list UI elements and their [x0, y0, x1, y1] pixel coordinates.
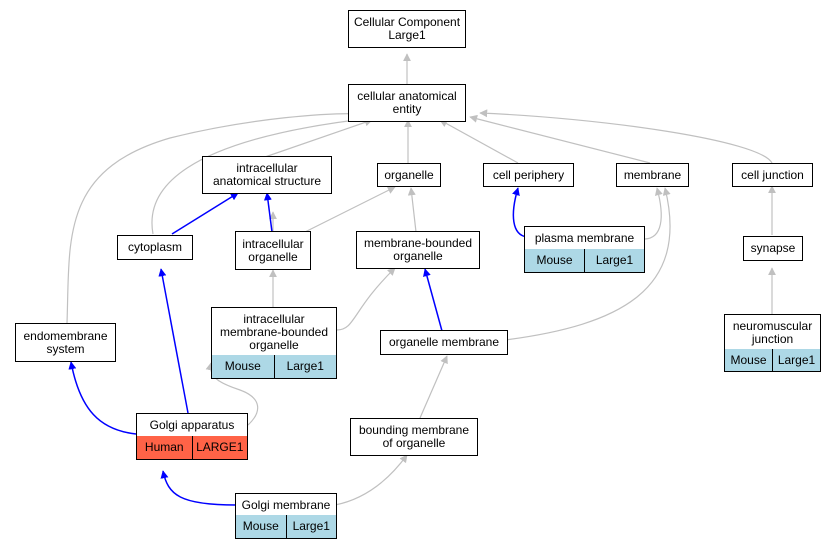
node-label: bounding membrane of organelle	[358, 423, 470, 450]
node-label: cell junction	[741, 167, 804, 182]
edge-membrane-cae	[469, 114, 651, 164]
species-cell: Human	[137, 436, 192, 459]
node-root-title: Cellular Component	[353, 15, 461, 29]
annotation-row: Human LARGE1	[137, 436, 247, 459]
node-golgi-membrane[interactable]: Golgi membrane Mouse Large1	[235, 493, 337, 539]
node-cell-junction[interactable]: cell junction	[732, 163, 813, 187]
edge-golgi-endomembrane	[68, 361, 137, 435]
node-organelle[interactable]: organelle	[377, 163, 441, 187]
node-label: intracellular anatomical structure	[212, 161, 322, 188]
edge-endomembrane-cae	[66, 109, 369, 324]
edge-celljunction-cae	[479, 109, 773, 164]
node-plasma-membrane[interactable]: plasma membrane Mouse Large1	[524, 226, 645, 273]
node-label: endomembrane system	[23, 328, 108, 356]
node-label: intracellular organelle	[242, 236, 304, 264]
species-cell: Mouse	[525, 249, 584, 272]
node-root-subtitle: Large1	[388, 28, 426, 42]
node-label: membrane	[623, 167, 682, 182]
gene-cell: Large1	[584, 249, 644, 272]
edge-bm-orgmem	[419, 355, 448, 419]
node-root[interactable]: Cellular Component Large1	[348, 10, 466, 48]
node-label: cellular anatomical entity	[357, 89, 457, 116]
node-neuromuscular-junction[interactable]: neuromuscular junction Mouse Large1	[724, 314, 821, 372]
node-membrane[interactable]: membrane	[616, 163, 689, 187]
edge-golgi-cytoplasm	[158, 268, 189, 414]
node-endomembrane-system[interactable]: endomembrane system	[15, 323, 116, 362]
edge-golgimem-bm	[334, 454, 408, 506]
edge-ias-cae	[264, 118, 373, 158]
gene-cell: Large1	[772, 349, 820, 371]
node-intracellular-organelle[interactable]: intracellular organelle	[235, 231, 311, 270]
species-cell: Mouse	[725, 349, 772, 371]
node-label: cytoplasm	[127, 240, 183, 254]
node-cell-periphery[interactable]: cell periphery	[483, 163, 574, 187]
edge-cellperiphery-cae	[439, 119, 519, 164]
node-label: plasma membrane	[525, 227, 644, 251]
node-label: Golgi apparatus	[137, 414, 247, 438]
node-cellular-anatomical-entity[interactable]: cellular anatomical entity	[348, 84, 466, 122]
annotation-row: Mouse Large1	[236, 515, 336, 538]
node-intracellular-anatomical-structure[interactable]: intracellular anatomical structure	[202, 156, 332, 194]
edge-pm-cellperiphery	[512, 187, 528, 238]
edge-cytoplasm-ias	[171, 192, 239, 235]
edge-io-ias-blue	[263, 192, 273, 233]
node-bounding-membrane[interactable]: bounding membrane of organelle	[350, 418, 478, 456]
species-cell: Mouse	[236, 515, 286, 538]
edge-golgimem-golgi	[160, 470, 237, 506]
node-label: organelle membrane	[388, 335, 500, 349]
node-membrane-bounded-organelle[interactable]: membrane-bounded organelle	[356, 231, 480, 269]
gene-cell: Large1	[273, 355, 336, 378]
edge-cytoplasm-cae	[151, 114, 373, 235]
gene-cell: Large1	[285, 515, 336, 538]
node-synapse[interactable]: synapse	[743, 236, 803, 261]
node-label: cell periphery	[492, 167, 565, 182]
node-label: Golgi membrane	[236, 494, 336, 517]
node-label: neuromuscular junction	[725, 315, 820, 351]
node-organelle-membrane[interactable]: organelle membrane	[380, 330, 508, 355]
node-label: organelle	[384, 167, 434, 182]
annotation-row: Mouse Large1	[212, 355, 336, 378]
edge-imbo-mbo	[336, 267, 396, 331]
edge-io-organelle	[304, 186, 396, 233]
annotation-row: Mouse Large1	[725, 349, 820, 371]
edge-pm-membrane	[644, 187, 663, 240]
node-label: synapse	[750, 241, 796, 255]
node-cytoplasm[interactable]: cytoplasm	[117, 235, 193, 260]
edge-orgmem-membrane	[504, 187, 671, 341]
node-label: intracellular membrane-bounded organelle	[212, 308, 336, 357]
node-label: membrane-bounded organelle	[363, 236, 473, 263]
gene-cell: LARGE1	[191, 436, 247, 459]
annotation-row: Mouse Large1	[525, 249, 644, 272]
edge-orgmem-mbo	[423, 268, 443, 332]
node-intracellular-membrane-bounded-organelle[interactable]: intracellular membrane-bounded organelle…	[211, 307, 337, 379]
node-golgi-apparatus[interactable]: Golgi apparatus Human LARGE1	[136, 413, 248, 460]
edge-mbo-organelle	[407, 187, 417, 233]
species-cell: Mouse	[212, 355, 274, 378]
